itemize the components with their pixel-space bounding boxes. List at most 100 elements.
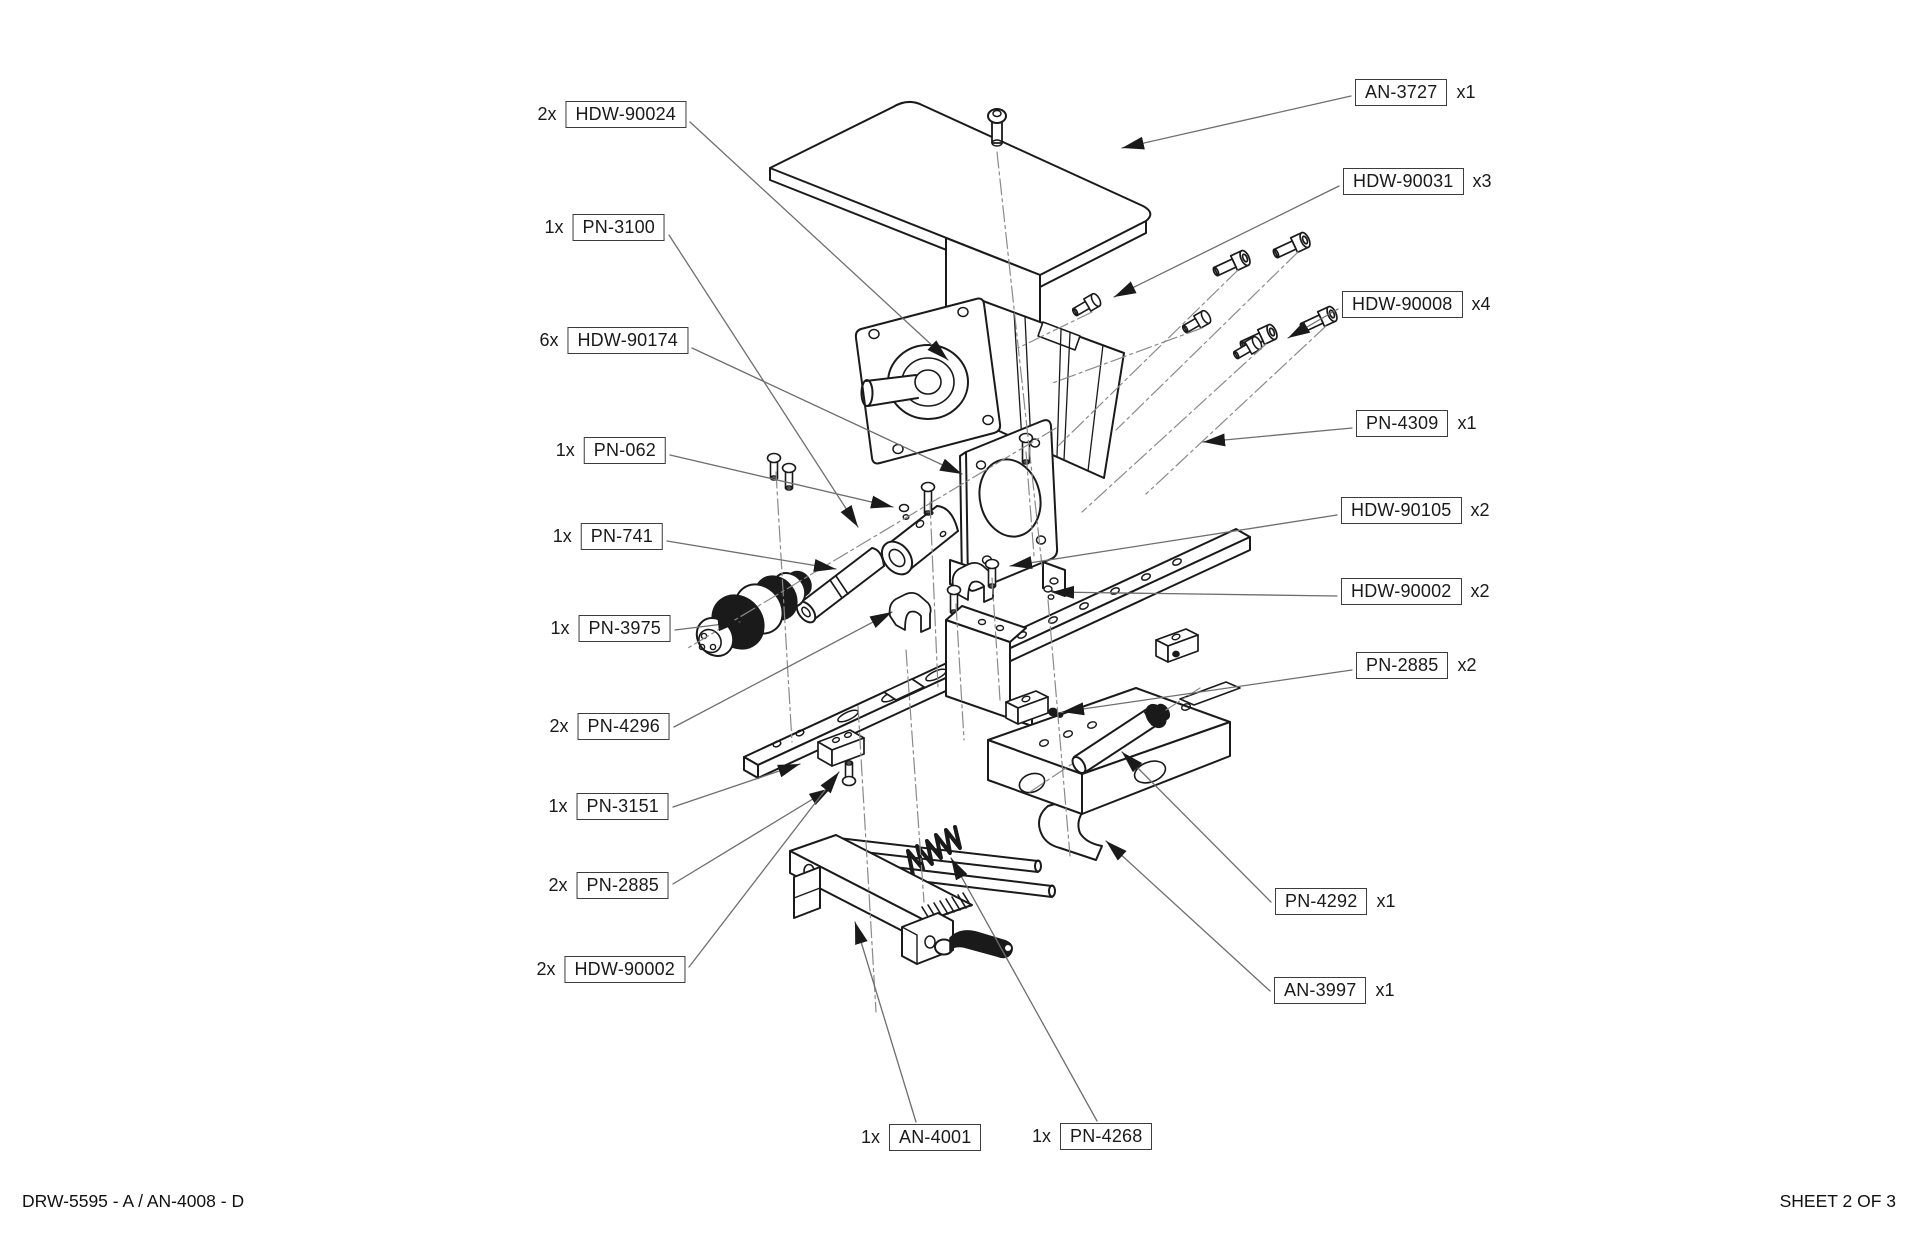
- callout-qty: 2x: [536, 959, 556, 979]
- callout-pn-3151: 1x PN-3151: [549, 793, 669, 820]
- part-clamp-lever: [949, 930, 1013, 959]
- callout-part-number: PN-3100: [572, 214, 665, 241]
- part-set-screw: [898, 503, 910, 520]
- callout-qty: x2: [1457, 655, 1477, 675]
- callout-qty: x2: [1470, 581, 1490, 601]
- callout-part-number: PN-741: [580, 523, 663, 550]
- callout-part-number: AN-3727: [1355, 79, 1448, 106]
- callout-part-number: HDW-90031: [1343, 168, 1464, 195]
- leader-pn-4292: [1121, 751, 1272, 903]
- callout-part-number: HDW-90002: [1341, 578, 1462, 605]
- callout-part-number: PN-3151: [576, 793, 669, 820]
- leader-hdw-90008: [1287, 308, 1339, 339]
- callout-qty: x1: [1376, 891, 1396, 911]
- callout-qty: 1x: [544, 217, 564, 237]
- leader-pn-2885: [1061, 669, 1353, 716]
- leader-pn-2885: [672, 787, 832, 885]
- callout-part-number: HDW-90105: [1341, 497, 1462, 524]
- callout-part-number: HDW-90174: [567, 327, 688, 354]
- callout-part-number: HDW-90024: [565, 101, 686, 128]
- callout-qty: 2x: [549, 716, 569, 736]
- leader-hdw-90002: [688, 771, 840, 968]
- callout-part-number: PN-4292: [1275, 888, 1368, 915]
- callout-qty: 1x: [550, 618, 570, 638]
- leader-pn-741: [666, 540, 837, 572]
- callout-qty: 1x: [1032, 1126, 1052, 1146]
- callout-pn-2885: 2x PN-2885: [549, 872, 669, 899]
- callout-qty: 1x: [552, 526, 572, 546]
- callout-qty: x2: [1470, 500, 1490, 520]
- leader-pn-3151: [672, 763, 801, 808]
- callout-hdw-90105: HDW-90105 x2: [1341, 497, 1490, 524]
- callout-qty: 1x: [861, 1127, 881, 1147]
- drawing-code: DRW-5595 - A / AN-4008 - D: [22, 1191, 245, 1211]
- callout-part-number: AN-4001: [889, 1124, 982, 1151]
- callout-part-number: PN-4309: [1356, 410, 1449, 437]
- part-cap-screws: [1212, 231, 1338, 351]
- callout-qty: x1: [1375, 980, 1395, 1000]
- leader-lines: [666, 95, 1353, 1123]
- leader-pn-3975: [674, 618, 741, 632]
- part-clamp-base: [789, 825, 1056, 965]
- leader-an-3997: [1105, 840, 1271, 992]
- callout-part-number: PN-3975: [578, 615, 671, 642]
- leader-pn-4268: [950, 857, 1098, 1122]
- callout-an-3997: AN-3997 x1: [1274, 977, 1394, 1004]
- leader-hdw-90002: [1051, 585, 1338, 599]
- leader-an-4001: [854, 921, 917, 1123]
- callout-an-3727: AN-3727 x1: [1355, 79, 1475, 106]
- callout-part-number: HDW-90002: [564, 956, 685, 983]
- part-drive-shaft: [795, 547, 885, 624]
- callout-hdw-90174: 6x HDW-90174: [539, 327, 688, 354]
- callout-part-number: HDW-90008: [1342, 291, 1463, 318]
- leader-hdw-90105: [1009, 514, 1338, 570]
- leader-an-3727: [1121, 95, 1352, 150]
- callout-qty: 1x: [555, 440, 575, 460]
- serrations: [921, 892, 972, 921]
- callout-qty: x3: [1472, 171, 1492, 191]
- leader-pn-4296: [673, 611, 893, 728]
- part-flange-screws: [1071, 292, 1263, 360]
- callout-part-number: PN-4268: [1060, 1123, 1153, 1150]
- callout-pn-741: 1x PN-741: [553, 523, 663, 550]
- callout-pn-4292: PN-4292 x1: [1275, 888, 1395, 915]
- callout-an-4001: 1x AN-4001: [861, 1124, 982, 1151]
- callout-part-number: PN-2885: [576, 872, 669, 899]
- callout-hdw-90002: 2x HDW-90002: [536, 956, 685, 983]
- callout-hdw-90024: 2x HDW-90024: [537, 101, 686, 128]
- sheet-number: SHEET 2 OF 3: [1779, 1191, 1896, 1211]
- callout-qty: x1: [1457, 413, 1477, 433]
- centerlines: [687, 151, 1327, 1013]
- callout-qty: 1x: [548, 796, 568, 816]
- leader-hdw-90024: [689, 121, 949, 361]
- callout-qty: 2x: [537, 104, 557, 124]
- callout-pn-3975: 1x PN-3975: [551, 615, 671, 642]
- callout-pn-4296: 2x PN-4296: [550, 713, 670, 740]
- part-shaft-coupler: [880, 505, 959, 576]
- callout-hdw-90031: HDW-90031 x3: [1343, 168, 1492, 195]
- part-stop-blocks: [1005, 628, 1199, 725]
- part-drill-chuck: [695, 570, 812, 657]
- part-spacer-block: [817, 729, 865, 767]
- callout-qty: x4: [1471, 294, 1491, 314]
- callout-part-number: PN-062: [583, 437, 666, 464]
- callout-qty: 6x: [539, 330, 559, 350]
- callout-pn-4309: PN-4309 x1: [1356, 410, 1476, 437]
- callout-part-number: PN-4296: [577, 713, 670, 740]
- part-spring: [906, 825, 962, 877]
- part-cover-screw: [987, 108, 1007, 147]
- callout-part-number: AN-3997: [1274, 977, 1367, 1004]
- callout-qty: 2x: [548, 875, 568, 895]
- callout-pn-4268: 1x PN-4268: [1032, 1123, 1153, 1150]
- leader-hdw-90031: [1113, 185, 1340, 298]
- callout-hdw-90002: HDW-90002 x2: [1341, 578, 1490, 605]
- leader-pn-4309: [1202, 427, 1353, 447]
- callout-qty: x1: [1456, 82, 1476, 102]
- callout-hdw-90008: HDW-90008 x4: [1342, 291, 1491, 318]
- leader-pn-062: [669, 454, 894, 509]
- callout-pn-062: 1x PN-062: [556, 437, 666, 464]
- leader-hdw-90174: [691, 347, 963, 475]
